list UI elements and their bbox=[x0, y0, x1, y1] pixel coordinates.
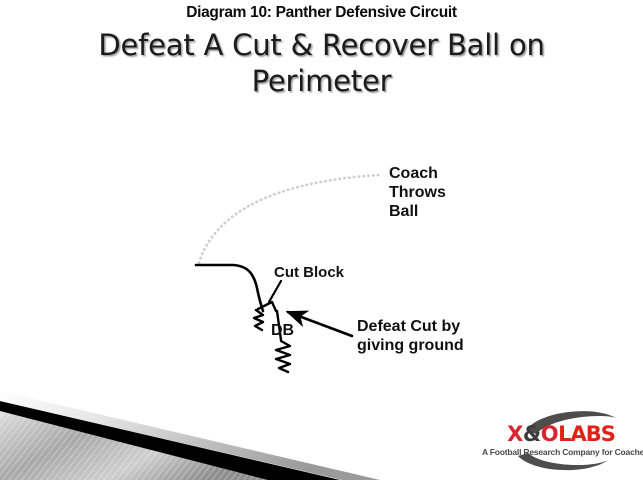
logo-labs-text: LABS bbox=[558, 422, 616, 446]
annotation-defeat-cut: Defeat Cut by giving ground bbox=[357, 318, 464, 354]
player-run-path bbox=[194, 263, 265, 313]
logo-tagline: A Football Research Company for Coaches bbox=[482, 447, 643, 457]
logo-swoosh-bottom-icon bbox=[518, 453, 608, 471]
cut-block-leader bbox=[267, 279, 283, 304]
ball-flight-path bbox=[197, 173, 383, 265]
slide-subtitle: Diagram 10: Panther Defensive Circuit bbox=[186, 4, 457, 21]
xo-labs-logo: X&OLABS A Football Research Company for … bbox=[482, 404, 643, 476]
logo-swoosh-top-icon bbox=[526, 411, 616, 434]
logo-wordmark: X&OLABS bbox=[482, 424, 640, 445]
annotation-coach-throws-ball: Coach Throws Ball bbox=[389, 165, 446, 220]
slide-title-line-2: Perimeter bbox=[251, 63, 392, 98]
slide-title: Defeat A Cut & Recover Ball on Perimeter bbox=[46, 28, 597, 100]
logo-ampersand: & bbox=[522, 422, 541, 446]
db-run-stem bbox=[275, 309, 283, 342]
annotation-cut-block: Cut Block bbox=[274, 264, 345, 281]
defeat-cut-arrow bbox=[285, 310, 354, 338]
slide-title-line-1: Defeat A Cut & Recover Ball on bbox=[98, 28, 545, 62]
db-recover-zigzag bbox=[274, 339, 292, 374]
annotation-db-label: DB bbox=[271, 322, 295, 339]
logo-swoosh-group bbox=[518, 411, 616, 471]
cut-block-zigzag bbox=[252, 308, 265, 332]
logo-letter-x: X bbox=[507, 422, 523, 446]
logo-letter-o: O bbox=[540, 422, 559, 446]
cut-block-bracket bbox=[256, 300, 278, 313]
